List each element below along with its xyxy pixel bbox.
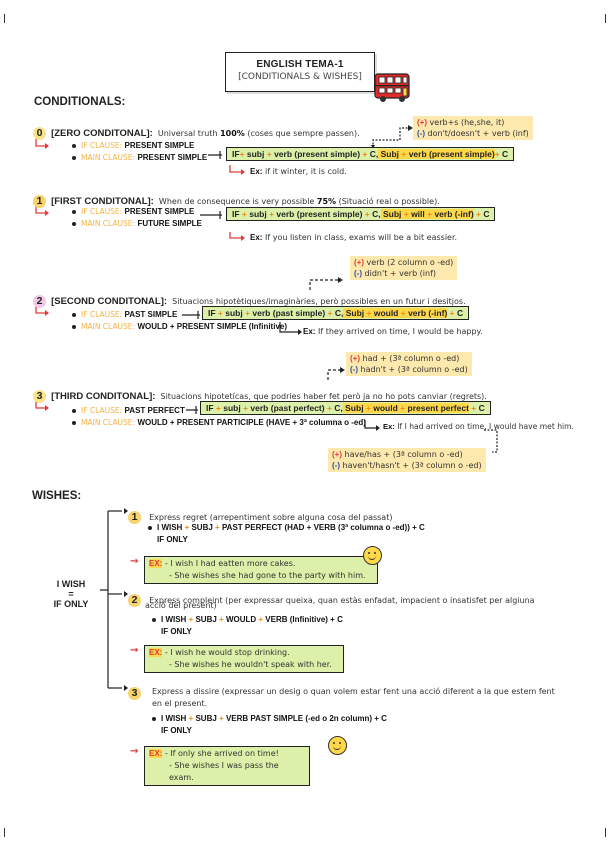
third-conditional-header: 3 [THIRD CONDITONAL]: Situacions hipotet… [33,384,487,403]
wish-3-header: 3 [128,681,141,700]
second-conditional-desc: Situacions hipotètiques/imaginàries, per… [172,297,466,306]
crop-mark [4,828,5,837]
first-clauses: IF CLAUSE: PRESENT SIMPLE MAIN CLAUSE: F… [72,206,202,230]
arrow-icon: → [130,746,139,757]
number-badge: 3 [128,687,141,700]
wish-2-desc-2: acció del present) [145,601,217,610]
first-formula: IF + subj + verb (present simple) + C, S… [226,207,496,221]
wish-3-example: EX: - If only she arrived on time! - She… [144,746,310,786]
third-formula: IF + subj + verb (past perfect) + C, Sub… [200,401,491,415]
second-clauses: IF CLAUSE: PAST SIMPLE MAIN CLAUSE: WOUL… [72,309,287,333]
third-note-2: (+) have/has + (3ª column o -ed) (-) hav… [328,448,486,472]
number-badge: 0 [33,127,46,140]
wish-2-example: EX: - I wish he would stop drinking. - S… [144,645,344,673]
first-conditional-header: 1 [FIRST CONDITONAL]: When de consequenc… [33,189,440,208]
wish-2-header: 2 Express compleint (per expressar queix… [128,588,535,607]
third-note: (+) had + (3ª column o -ed) (-) hadn't +… [346,352,472,376]
number-badge: 1 [33,195,46,208]
wish-3-desc: Express a dissire (expressar un desig o … [152,687,555,696]
third-conditional-desc: Situacions hipotetícas, que podries habe… [160,392,487,401]
bus-icon [374,73,410,102]
first-conditional-desc: When de consequence is very possible 75%… [158,197,440,206]
wish-3-formula: I WISH + SUBJ + VERB PAST SIMPLE (-ed o … [152,713,387,737]
title-box: ENGLISH TEMA-1 [CONDITIONALS & WISHES] [225,52,375,92]
title: ENGLISH TEMA-1 [256,59,344,70]
second-example: Ex: If they arrived on time, I would be … [303,327,483,336]
third-conditional-title: [THIRD CONDITONAL]: [51,391,156,402]
third-clauses: IF CLAUSE: PAST PERFECT MAIN CLAUSE: WOU… [72,405,366,429]
third-example: Ex: If I had arrived on time, I would ha… [383,422,574,431]
subtitle: [CONDITIONALS & WISHES] [238,72,362,82]
zero-example: Ex: if it winter, it is cold. [250,167,347,176]
first-example: Ex: If you listen in class, exams will b… [250,233,458,242]
zero-note: (+) verb+s (he,she, it) (-) don't/doesn'… [413,116,533,140]
second-conditional-header: 2 [SECOND CONDITONAL]: Situacions hipotè… [33,289,466,308]
arrow-icon: → [130,556,139,567]
crop-mark [605,828,606,837]
smiley-icon [328,736,347,755]
wishes-heading: WISHES: [32,490,82,502]
number-badge: 2 [33,295,46,308]
second-note: (+) verb (2 column o -ed) (-) didn't + v… [350,256,458,280]
zero-conditional-title: [ZERO CONDITONAL]: [51,128,153,139]
zero-formula: IF+ subj + verb (present simple) + C, Su… [226,147,515,161]
zero-conditional-desc: Universal truth 100% (coses que sempre p… [157,129,360,138]
wish-1-example: EX: - I wish I had eatten more cakes. - … [144,556,378,584]
wish-1-desc: Express regret (arrepentiment sobre algu… [149,513,393,522]
wish-1-formula: I WISH + SUBJ + PAST PERFECT (HAD + VERB… [148,522,425,546]
number-badge: 2 [128,594,141,607]
number-badge: 1 [128,511,141,524]
conditionals-heading: CONDITIONALS: [34,96,126,108]
zero-conditional-header: 0 [ZERO CONDITONAL]: Universal truth 100… [33,121,360,140]
wish-3-desc-2: en el present. [152,699,208,708]
crop-mark [605,14,606,23]
wish-if-only-label: I WISH = IF ONLY [53,579,89,609]
arrow-icon: → [130,645,139,656]
zero-clauses: IF CLAUSE: PRESENT SIMPLE MAIN CLAUSE: P… [72,140,207,164]
wish-2-desc: Express compleint (per expressar queixa,… [149,596,535,605]
number-badge: 3 [33,390,46,403]
first-conditional-title: [FIRST CONDITONAL]: [51,196,154,207]
smiley-icon [363,546,382,565]
crop-mark [4,14,5,23]
second-formula: IF + subj + verb (past simple) + C, Subj… [202,306,470,320]
second-conditional-title: [SECOND CONDITONAL]: [51,296,168,307]
wish-1-header: 1 Express regret (arrepentiment sobre al… [128,505,392,524]
wish-2-formula: I WISH + SUBJ + WOULD + VERB (Infinitive… [152,614,343,638]
